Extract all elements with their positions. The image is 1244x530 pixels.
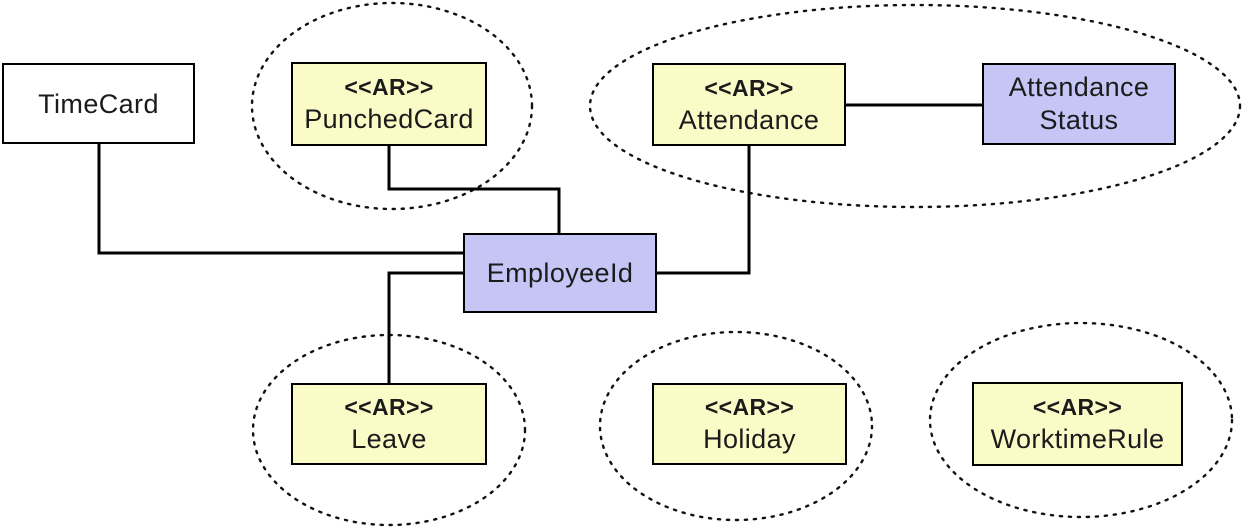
node-timecard-label: TimeCard xyxy=(38,88,159,119)
attendance-group-ellipse xyxy=(588,3,1242,209)
node-leave-label: Leave xyxy=(351,424,427,454)
node-worktimerule-stereotype: <<AR>> xyxy=(1032,394,1123,420)
node-worktimerule-label: WorktimeRule xyxy=(990,424,1165,454)
node-attendancestatus-label-line2: Status xyxy=(1039,105,1119,135)
node-timecard: TimeCard xyxy=(2,63,195,144)
node-punchedcard: <<AR>> PunchedCard xyxy=(291,62,487,146)
edge-punchedcard-employeeid xyxy=(387,146,561,233)
node-holiday-stereotype: <<AR>> xyxy=(704,394,795,420)
node-worktimerule: <<AR>> WorktimeRule xyxy=(972,382,1183,466)
node-attendancestatus: Attendance Status xyxy=(982,63,1176,145)
punchedcard-group-ellipse xyxy=(250,1,534,211)
node-holiday: <<AR>> Holiday xyxy=(652,383,847,465)
node-leave-stereotype: <<AR>> xyxy=(344,394,434,420)
node-leave: <<AR>> Leave xyxy=(291,383,487,465)
edge-employeeid-leave xyxy=(387,271,463,383)
node-employeeid-label: EmployeeId xyxy=(486,258,634,288)
edge-timecard-employeeid xyxy=(97,144,463,255)
node-holiday-label: Holiday xyxy=(703,424,796,454)
node-attendance-stereotype: <<AR>> xyxy=(704,74,794,101)
node-employeeid: EmployeeId xyxy=(463,233,657,313)
node-attendancestatus-label-line1: Attendance xyxy=(1008,72,1150,102)
edge-attendance-employeeid xyxy=(657,146,751,275)
holiday-group-ellipse xyxy=(598,330,874,522)
node-attendance: <<AR>> Attendance xyxy=(652,63,846,146)
node-punchedcard-stereotype: <<AR>> xyxy=(344,74,434,100)
node-punchedcard-label: PunchedCard xyxy=(304,104,474,134)
node-attendance-label: Attendance xyxy=(678,104,820,135)
worktimerule-group-ellipse xyxy=(928,321,1234,519)
